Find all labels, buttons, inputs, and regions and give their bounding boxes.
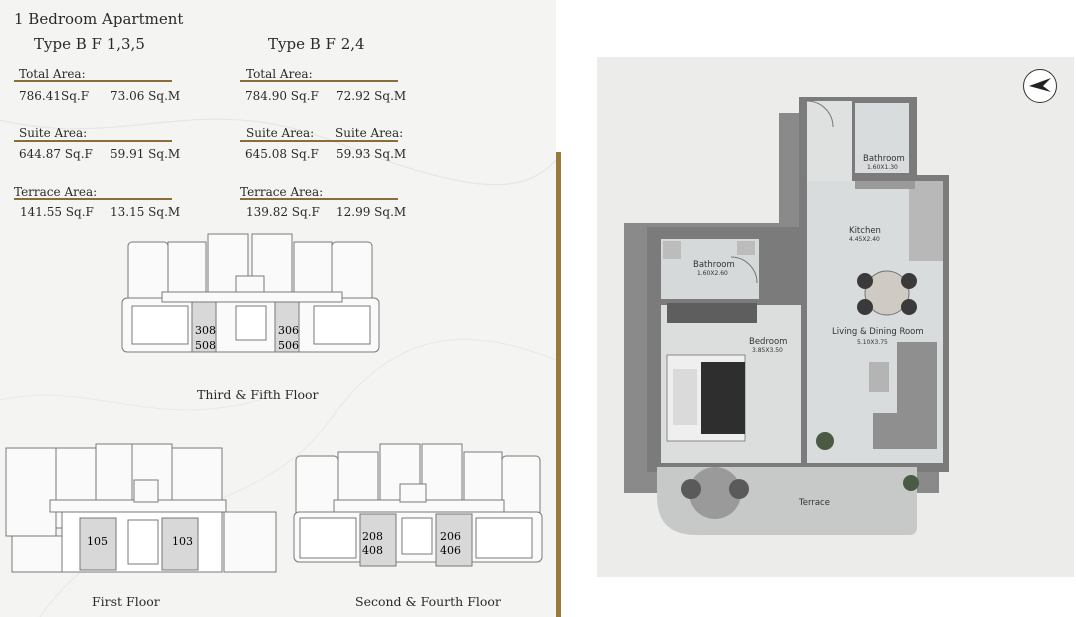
unit-number: 508 (195, 339, 216, 352)
divider (240, 198, 398, 200)
divider (240, 140, 398, 142)
terrace-sqm-1: 13.15 Sq.M (110, 205, 181, 219)
room-name: Bathroom (693, 260, 735, 270)
total-area-label-2: Total Area: (246, 67, 313, 81)
unit-number: 408 (362, 544, 383, 557)
north-arrow-icon (1023, 69, 1057, 103)
terrace-area-label-2: Terrace Area: (240, 185, 324, 199)
suite-sqf-1: 644.87 Sq.F (19, 147, 93, 161)
terrace-area-label-1: Terrace Area: (14, 185, 98, 199)
terrace-sqf-1: 141.55 Sq.F (20, 205, 94, 219)
apartment-title: 1 Bedroom Apartment (14, 10, 184, 28)
unit-number: 208 (362, 530, 383, 543)
suite-sqm-2: 59.93 Sq.M (336, 147, 407, 161)
terrace-sqf-2: 139.82 Sq.F (246, 205, 320, 219)
suite-sqf-2: 645.08 Sq.F (245, 147, 319, 161)
unit-number: 103 (172, 535, 193, 548)
room-name: Living & Dining Room (832, 327, 924, 337)
caption-third-fifth: Third & Fifth Floor (197, 387, 319, 402)
unit-highlight (161, 517, 199, 571)
unit-number: 105 (87, 535, 108, 548)
caption-first: First Floor (92, 594, 160, 609)
room-name: Bedroom (749, 337, 787, 347)
gold-accent-bar (556, 152, 561, 617)
room-name: Terrace (798, 498, 830, 508)
floor-plan-panel: Bathroom 1.60X1.30 Kitchen 4.45X2.40 Bat… (597, 57, 1074, 577)
floor-plan: Bathroom 1.60X1.30 Kitchen 4.45X2.40 Bat… (624, 97, 949, 535)
key-plan-first: 105 103 (5, 443, 277, 573)
unit-highlight (274, 301, 300, 353)
unit-number: 308 (195, 324, 216, 337)
room-dims: 4.45X2.40 (849, 236, 880, 243)
suite-area-label-1: Suite Area: (19, 126, 88, 140)
divider (14, 198, 172, 200)
unit-number: 206 (440, 530, 461, 543)
info-panel: 1 Bedroom Apartment Type B F 1,3,5 Type … (0, 0, 556, 617)
total-sqf-2: 784.90 Sq.F (245, 89, 319, 103)
key-plan-third-fifth: 308 508 306 506 (121, 233, 380, 353)
divider (14, 140, 172, 142)
unit-number: 406 (440, 544, 461, 557)
room-name: Bathroom (863, 154, 905, 164)
unit-number: 306 (278, 324, 299, 337)
total-area-label-1: Total Area: (19, 67, 86, 81)
terrace-sqm-2: 12.99 Sq.M (336, 205, 407, 219)
divider (240, 80, 398, 82)
suite-sqm-1: 59.91 Sq.M (110, 147, 181, 161)
unit-number: 506 (278, 339, 299, 352)
room-dims: 1.60X1.30 (867, 164, 898, 171)
total-sqm-1: 73.06 Sq.M (110, 89, 181, 103)
suite-area-label-2: Suite Area: (246, 126, 315, 140)
room-dims: 5.10X3.75 (857, 339, 888, 346)
type-label-2: Type B F 2,4 (268, 35, 365, 53)
room-dims: 1.60X2.60 (697, 270, 728, 277)
unit-highlight (359, 513, 397, 567)
key-plan-second-fourth: 208 408 206 406 (293, 443, 543, 567)
unit-highlight (435, 513, 473, 567)
caption-second-fourth: Second & Fourth Floor (355, 594, 501, 609)
suite-area-label-2b: Suite Area: (335, 126, 404, 140)
unit-highlight (191, 301, 217, 353)
unit-highlight (79, 517, 117, 571)
type-label-1: Type B F 1,3,5 (34, 35, 145, 53)
room-dims: 3.85X3.50 (752, 347, 783, 354)
total-sqf-1: 786.41Sq.F (19, 89, 90, 103)
room-name: Kitchen (849, 226, 881, 236)
total-sqm-2: 72.92 Sq.M (336, 89, 407, 103)
divider (14, 80, 172, 82)
